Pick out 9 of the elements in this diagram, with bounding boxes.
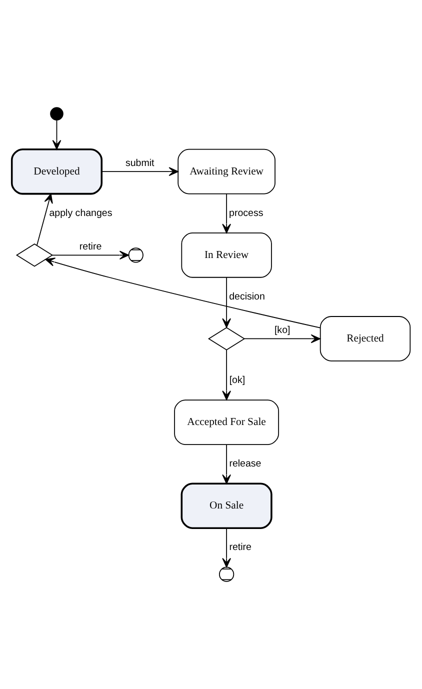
edge-label: apply changes — [49, 208, 112, 219]
edge-label: [ok] — [229, 375, 246, 386]
edge-label: [ko] — [274, 325, 290, 336]
edge-label: retire — [229, 542, 252, 554]
edge-label: submit — [125, 158, 154, 170]
edge-label: release — [229, 458, 262, 470]
edge-label: decision — [229, 291, 265, 302]
edge-label: process — [229, 208, 264, 219]
edge-label: retire — [79, 242, 102, 253]
